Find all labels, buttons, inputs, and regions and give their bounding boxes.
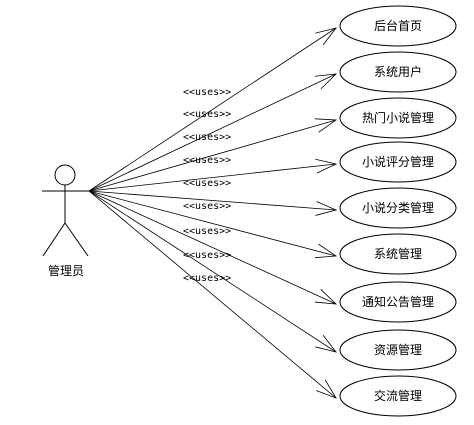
association-line (88, 73, 337, 192)
arrow-head (314, 73, 338, 90)
actor-left-leg (42, 222, 66, 257)
stereotype-label: <<uses>> (183, 132, 231, 143)
association-line (88, 119, 337, 192)
association-line (88, 190, 337, 399)
association-line (88, 163, 337, 192)
association-line (88, 27, 337, 192)
use-case-ellipse (339, 281, 457, 323)
use-case-label: 通知公告管理 (362, 294, 434, 309)
association-line (88, 190, 337, 257)
stereotype-label: <<uses>> (183, 178, 231, 189)
stereotype-label: <<uses>> (183, 155, 231, 166)
use-case-label: 资源管理 (374, 342, 422, 357)
use-case-ellipse (339, 5, 457, 47)
use-case-label: 交流管理 (374, 388, 422, 403)
arrow-head (315, 334, 338, 353)
stereotype-label: <<uses>> (183, 109, 231, 120)
associations (88, 27, 338, 399)
arrow-head (315, 27, 338, 46)
use-case-label: 小说分类管理 (362, 200, 434, 215)
use-case-ellipse (339, 375, 457, 417)
use-case-ellipse (339, 187, 457, 229)
actor-right-leg (64, 222, 89, 257)
stereotype-label: <<uses>> (183, 87, 231, 98)
use-case-label: 系统用户 (374, 64, 422, 79)
use-case-ellipse (339, 97, 457, 139)
use-case-label: 后台首页 (374, 18, 422, 33)
arrow-head (315, 158, 338, 174)
use-cases: 后台首页系统用户热门小说管理小说评分管理小说分类管理系统管理通知公告管理资源管理… (339, 5, 457, 417)
use-case-ellipse (339, 329, 457, 371)
arrow-head (315, 201, 338, 216)
association-line (88, 190, 337, 305)
stereotype-labels: <<uses>> <<uses>> <<uses>> <<uses>> <<uses>>… (183, 87, 231, 284)
actor (42, 164, 89, 257)
stereotype-label: <<uses>> (183, 201, 231, 212)
actor-name: 管理员 (48, 263, 84, 278)
association-line (88, 190, 337, 211)
use-case-label: 小说评分管理 (362, 154, 434, 169)
arrow-head (314, 118, 338, 133)
use-case-label: 热门小说管理 (362, 110, 434, 125)
stereotype-label: <<uses>> (183, 273, 231, 284)
use-case-ellipse (339, 233, 457, 275)
arrow-head (314, 243, 338, 259)
association-line (88, 190, 337, 353)
use-case-label: 系统管理 (374, 246, 422, 261)
stereotype-label: <<uses>> (183, 226, 231, 237)
use-case-ellipse (339, 51, 457, 93)
arrow-head (316, 379, 337, 399)
actor-head (54, 164, 76, 186)
stereotype-label: <<uses>> (183, 250, 231, 261)
arrow-head (314, 289, 338, 305)
use-case-ellipse (339, 141, 457, 183)
